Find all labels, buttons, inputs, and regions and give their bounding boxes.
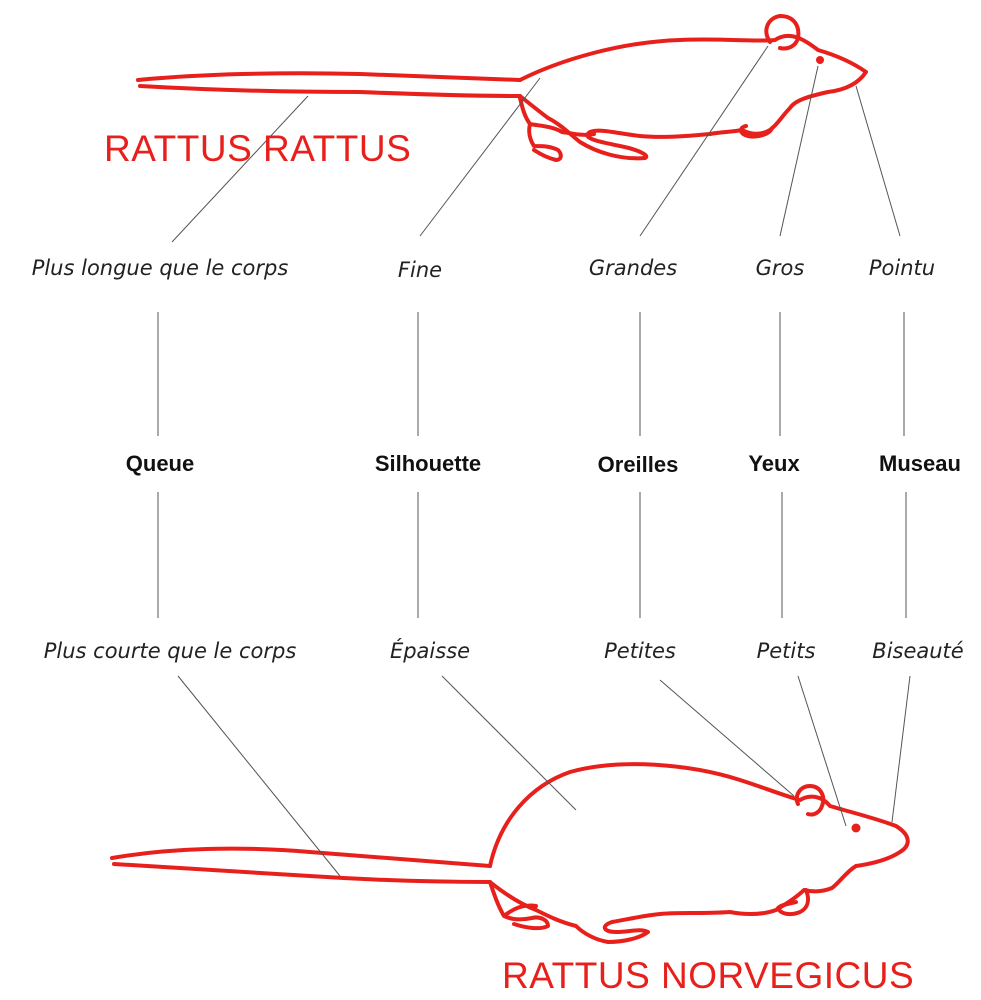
rattus-norvegicus-front-leg — [778, 890, 808, 914]
feature-yeux: Yeux — [748, 451, 799, 477]
rattus-norvegicus-body — [490, 764, 908, 942]
feature-museau: Museau — [879, 451, 961, 477]
leader-queue-bottom — [178, 676, 340, 876]
leader-oreilles-top — [640, 46, 768, 236]
trait-museau-top: Pointu — [869, 256, 935, 280]
trait-queue-top: Plus longue que le corps — [32, 256, 289, 280]
trait-oreilles-bottom: Petites — [604, 639, 676, 663]
rattus-rattus-tail — [138, 73, 520, 96]
trait-silhouette-bottom: Épaisse — [390, 639, 470, 663]
rattus-norvegicus-tail — [112, 849, 490, 882]
leader-yeux-top — [780, 66, 818, 236]
trait-queue-bottom: Plus courte que le corps — [44, 639, 297, 663]
feature-oreilles: Oreilles — [598, 452, 679, 478]
trait-oreilles-top: Grandes — [589, 256, 677, 280]
leader-museau-bottom — [892, 676, 910, 822]
feature-queue: Queue — [126, 451, 194, 477]
leader-silhouette-top — [420, 78, 540, 236]
species-label-rattus-norvegicus: RATTUS NORVEGICUS — [502, 955, 914, 997]
rattus-norvegicus-eye — [852, 824, 861, 833]
leader-museau-top — [856, 86, 900, 236]
trait-silhouette-top: Fine — [398, 258, 442, 282]
feature-silhouette: Silhouette — [375, 451, 481, 477]
rattus-rattus-body — [520, 36, 866, 158]
leader-silhouette-bottom — [442, 676, 576, 810]
trait-museau-bottom: Biseauté — [872, 639, 963, 663]
rattus-rattus-ear — [766, 16, 798, 49]
trait-yeux-bottom: Petits — [757, 639, 816, 663]
trait-yeux-top: Gros — [756, 256, 805, 280]
species-label-rattus-rattus: RATTUS RATTUS — [104, 128, 411, 170]
leader-oreilles-bottom — [660, 680, 794, 796]
rattus-rattus-eye — [816, 56, 824, 64]
